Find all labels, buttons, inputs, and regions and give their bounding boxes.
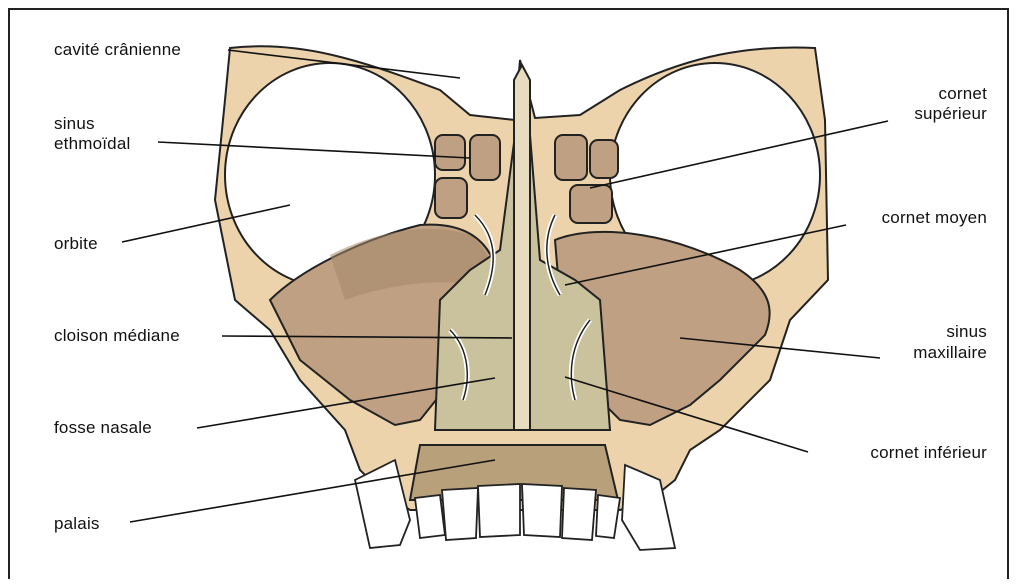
label-cornet-superieur-line1: cornet — [939, 84, 987, 104]
label-cornet-superieur-line2: supérieur — [914, 104, 987, 124]
label-palais: palais — [54, 514, 100, 534]
label-orbite: orbite — [54, 234, 98, 254]
label-cornet-moyen: cornet moyen — [882, 208, 987, 228]
label-fosse-nasale: fosse nasale — [54, 418, 152, 438]
label-sinus-maxillaire-line1: sinus — [946, 322, 987, 342]
label-cornet-inferieur: cornet inférieur — [870, 443, 987, 463]
label-cavite-cranienne: cavité crânienne — [54, 40, 181, 60]
label-sinus-ethmoidal-line1: sinus — [54, 114, 95, 134]
nasal-septum — [514, 65, 530, 430]
label-cloison-mediane: cloison médiane — [54, 326, 180, 346]
label-sinus-ethmoidal-line2: ethmoïdal — [54, 134, 130, 154]
label-sinus-maxillaire-line2: maxillaire — [913, 343, 987, 363]
